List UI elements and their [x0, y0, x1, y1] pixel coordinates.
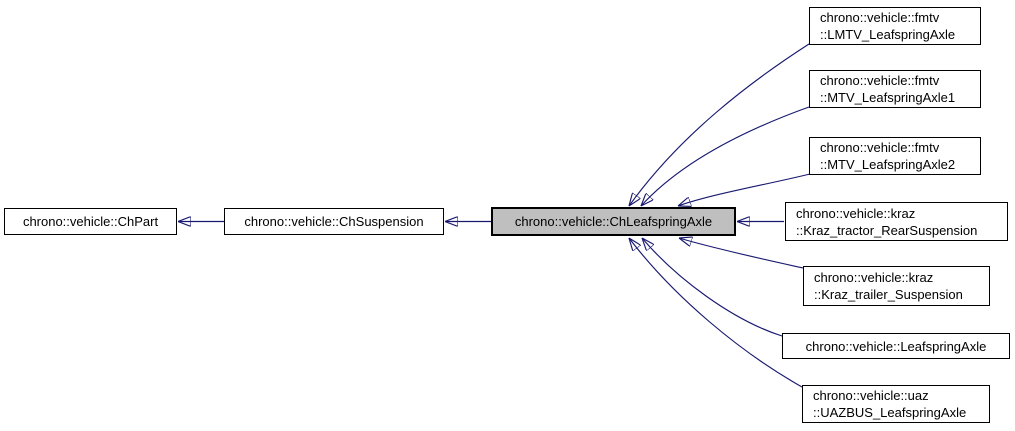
class-node-chleafspringaxle-current: chrono::vehicle::ChLeafspringAxle — [491, 207, 736, 236]
class-label: chrono::vehicle::kraz — [814, 270, 934, 285]
class-label: ::LMTV_LeafspringAxle — [820, 27, 956, 42]
class-label: ::MTV_LeafspringAxle1 — [820, 90, 956, 105]
class-label: chrono::vehicle::ChSuspension — [244, 214, 424, 229]
class-label: chrono::vehicle::kraz — [796, 205, 916, 221]
class-node-kraz-trailer-suspension[interactable]: chrono::vehicle::kraz ::Kraz_trailer_Sus… — [803, 266, 990, 306]
class-label: chrono::vehicle::fmtv — [820, 140, 940, 155]
class-node-kraz-tractor-rearsuspension[interactable]: chrono::vehicle::kraz ::Kraz_tractor_Rea… — [785, 202, 1008, 241]
class-label: chrono::vehicle::ChLeafspringAxle — [514, 214, 713, 229]
class-label: chrono::vehicle::fmtv — [820, 73, 940, 88]
class-node-leafspringaxle[interactable]: chrono::vehicle::LeafspringAxle — [782, 333, 1010, 359]
edge-kraz-trailer-to-chleafspringaxle — [679, 238, 804, 269]
class-node-mtv-leafspringaxle1[interactable]: chrono::vehicle::fmtv ::MTV_LeafspringAx… — [809, 70, 981, 108]
class-label: ::Kraz_trailer_Suspension — [814, 287, 963, 302]
class-node-mtv-leafspringaxle2[interactable]: chrono::vehicle::fmtv ::MTV_LeafspringAx… — [809, 137, 981, 175]
class-label: chrono::vehicle::uaz — [813, 388, 929, 403]
class-node-chpart[interactable]: chrono::vehicle::ChPart — [4, 208, 177, 235]
class-label: ::MTV_LeafspringAxle2 — [820, 157, 956, 172]
class-label: chrono::vehicle::ChPart — [22, 214, 159, 229]
edge-leafspringaxle-to-chleafspringaxle — [642, 238, 783, 337]
edge-uazbus-to-chleafspringaxle — [629, 238, 803, 388]
edge-lmtv-to-chleafspringaxle — [629, 43, 810, 206]
class-label: ::UAZBUS_LeafspringAxle — [813, 405, 967, 420]
class-label: ::Kraz_tractor_RearSuspension — [796, 222, 978, 238]
class-node-lmtv-leafspringaxle[interactable]: chrono::vehicle::fmtv ::LMTV_LeafspringA… — [809, 7, 981, 45]
edge-mtv2-to-chleafspringaxle — [678, 173, 811, 206]
class-label: chrono::vehicle::fmtv — [820, 10, 940, 25]
class-label: chrono::vehicle::LeafspringAxle — [805, 338, 987, 354]
class-node-uazbus-leafspringaxle[interactable]: chrono::vehicle::uaz ::UAZBUS_Leafspring… — [802, 385, 990, 423]
edge-mtv1-to-chleafspringaxle — [641, 106, 810, 206]
class-node-chsuspension[interactable]: chrono::vehicle::ChSuspension — [224, 208, 444, 235]
